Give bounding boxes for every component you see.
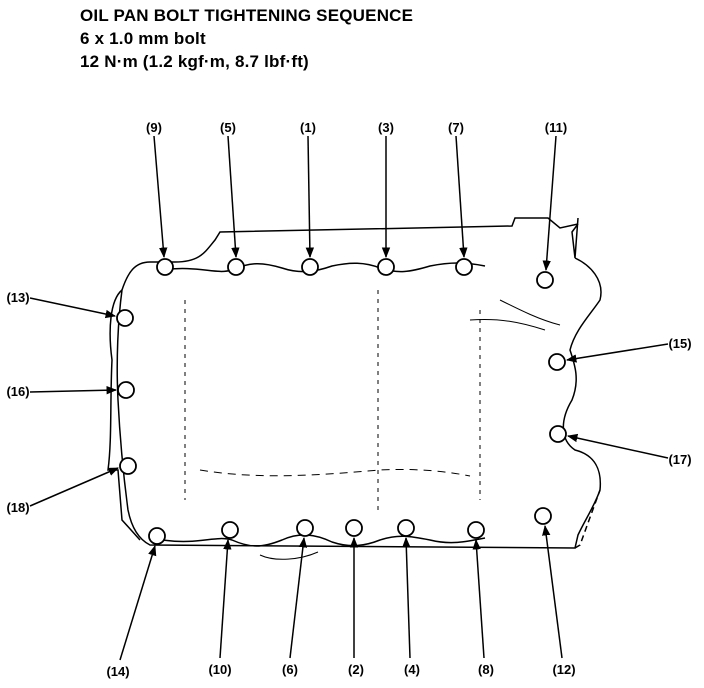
bolt-18: [119, 457, 137, 475]
label-1: (1): [300, 120, 316, 135]
label-9: (9): [146, 120, 162, 135]
arrow-13: [29, 297, 117, 319]
bolt-7: [455, 258, 473, 276]
label-6: (6): [282, 662, 298, 677]
bolt-4: [397, 519, 415, 537]
label-15: (15): [668, 336, 691, 351]
label-13: (13): [6, 290, 29, 305]
leader-arrows: [29, 135, 669, 661]
arrow-8: [472, 538, 485, 659]
bolt-circles: [116, 258, 567, 545]
label-12: (12): [552, 662, 575, 677]
bolt-17: [549, 425, 567, 443]
arrow-6: [289, 536, 308, 659]
arrow-18: [29, 467, 119, 507]
label-8: (8): [478, 662, 494, 677]
label-11: (11): [545, 120, 567, 135]
bolt-3: [377, 258, 395, 276]
bolt-6: [296, 519, 314, 537]
label-10: (10): [208, 662, 231, 677]
arrow-17: [566, 433, 669, 459]
bolt-8: [467, 521, 485, 539]
label-5: (5): [220, 120, 236, 135]
bolt-2: [345, 519, 363, 537]
bolt-15: [548, 353, 566, 371]
arrow-7: [455, 135, 468, 259]
bolt-size: 6 x 1.0 mm bolt: [80, 29, 206, 48]
label-18: (18): [6, 500, 29, 515]
bolt-labels: (1) (2) (3) (4) (5) (6) (7) (8) (9) (10)…: [6, 120, 691, 679]
arrow-12: [542, 524, 563, 659]
label-7: (7): [448, 120, 464, 135]
bolt-9: [156, 258, 174, 276]
bolt-10: [221, 521, 239, 539]
bolt-1: [301, 258, 319, 276]
bolt-11: [536, 271, 554, 289]
bolt-13: [116, 309, 134, 327]
arrow-15: [565, 343, 669, 363]
arrow-10: [219, 538, 232, 659]
title-block: OIL PAN BOLT TIGHTENING SEQUENCE 6 x 1.0…: [80, 4, 413, 73]
label-2: (2): [348, 662, 364, 677]
bolt-5: [227, 258, 245, 276]
oil-pan-outline: [107, 217, 602, 560]
arrow-16: [29, 386, 118, 395]
label-3: (3): [378, 120, 394, 135]
arrow-1: [305, 135, 315, 259]
label-16: (16): [6, 384, 29, 399]
arrow-14: [119, 544, 157, 661]
arrow-9: [153, 135, 168, 259]
torque-spec: 12 N·m (1.2 kgf·m, 8.7 lbf·ft): [80, 52, 309, 71]
arrow-4: [402, 536, 411, 659]
arrow-5: [227, 135, 240, 259]
bolt-12: [534, 507, 552, 525]
label-14: (14): [106, 664, 129, 679]
arrow-11: [542, 135, 557, 272]
bolt-14: [148, 527, 166, 545]
label-17: (17): [668, 452, 691, 467]
bolt-16: [117, 381, 135, 399]
diagram-title: OIL PAN BOLT TIGHTENING SEQUENCE: [80, 6, 414, 25]
label-4: (4): [404, 662, 420, 677]
